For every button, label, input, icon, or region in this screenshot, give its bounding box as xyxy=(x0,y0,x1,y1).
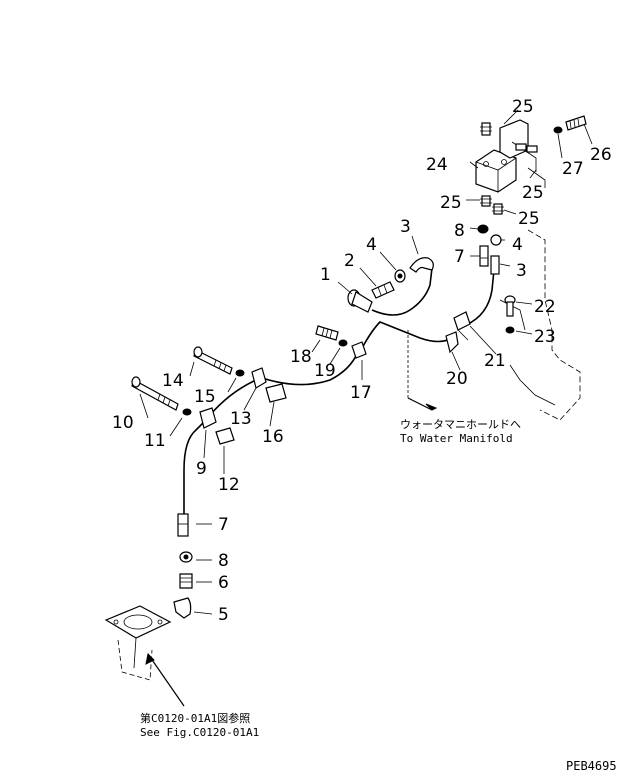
bolt-22 xyxy=(504,295,516,317)
label-3-top: 3 xyxy=(400,217,411,237)
manifold-block xyxy=(475,119,546,193)
label-25-top: 25 xyxy=(512,97,534,117)
washer-19 xyxy=(338,339,348,347)
washer-4-top xyxy=(394,269,406,283)
label-1: 1 xyxy=(320,265,331,285)
label-11: 11 xyxy=(144,431,166,451)
elbow-5 xyxy=(173,597,192,619)
label-6: 6 xyxy=(218,573,229,593)
label-17: 17 xyxy=(350,383,372,403)
notes: ウォータマニホールドへ To Water Manifold 第C0120-01A… xyxy=(140,418,617,773)
bolt-18 xyxy=(315,325,339,341)
label-4-right: 4 xyxy=(512,235,523,255)
water-manifold-note-jp: ウォータマニホールドへ xyxy=(400,418,521,431)
part-number-labels: 1 2 3 3 4 4 5 6 7 7 8 8 9 10 11 12 13 14… xyxy=(112,97,612,625)
flange-outline xyxy=(104,605,172,681)
label-5: 5 xyxy=(218,605,229,625)
see-fig-arrow xyxy=(145,652,155,665)
label-25-lower-right: 25 xyxy=(518,209,540,229)
fittings-25 xyxy=(480,122,538,215)
label-23: 23 xyxy=(534,327,556,347)
clamp-13 xyxy=(251,367,267,389)
pipe-3-right xyxy=(490,255,500,275)
label-7-bottom: 7 xyxy=(218,515,229,535)
clamp-20 xyxy=(445,331,459,354)
label-21: 21 xyxy=(484,351,506,371)
pipe-7-top xyxy=(479,245,489,267)
bolt-14 xyxy=(193,346,233,375)
hose-3-top xyxy=(409,257,434,273)
label-15: 15 xyxy=(194,387,216,407)
label-14: 14 xyxy=(162,371,184,391)
see-fig-note-en: See Fig.C0120-01A1 xyxy=(140,726,259,739)
fitting-2 xyxy=(371,281,395,299)
label-13: 13 xyxy=(230,409,252,429)
bolt-10 xyxy=(131,376,179,411)
washer-4-right xyxy=(490,234,502,246)
label-18: 18 xyxy=(290,347,312,367)
washer-8-top xyxy=(477,224,489,234)
cushion-12 xyxy=(215,427,235,445)
drawing-code: PEB4695 xyxy=(566,759,617,773)
label-25-right: 25 xyxy=(522,183,544,203)
clamp-9 xyxy=(199,407,217,429)
leader-lines xyxy=(139,109,593,615)
label-16: 16 xyxy=(262,427,284,447)
label-25-lower-left: 25 xyxy=(440,193,462,213)
label-24: 24 xyxy=(426,155,448,175)
label-3-right: 3 xyxy=(516,261,527,281)
label-8-bottom: 8 xyxy=(218,551,229,571)
washer-11 xyxy=(182,408,192,416)
cushion-16 xyxy=(265,383,287,403)
see-fig-leader xyxy=(147,653,185,707)
label-9: 9 xyxy=(196,459,207,479)
pipe-7-bottom xyxy=(177,513,189,537)
label-26: 26 xyxy=(590,145,612,165)
label-27: 27 xyxy=(562,159,584,179)
see-fig-note-jp: 第C0120-01A1図参照 xyxy=(140,711,250,725)
label-12: 12 xyxy=(218,475,240,495)
washer-8-bottom xyxy=(179,551,193,563)
washer-23 xyxy=(505,326,515,334)
bolt-26 xyxy=(553,115,587,134)
label-20: 20 xyxy=(446,369,468,389)
clamp-21 xyxy=(453,311,471,331)
label-22: 22 xyxy=(534,297,556,317)
engine-block-outline xyxy=(499,229,581,421)
label-2: 2 xyxy=(344,251,355,271)
fitting-6 xyxy=(179,573,193,589)
label-7-top: 7 xyxy=(454,247,465,267)
label-19: 19 xyxy=(314,361,336,381)
label-10: 10 xyxy=(112,413,134,433)
label-8-top: 8 xyxy=(454,221,465,241)
washer-15 xyxy=(235,369,245,377)
fitting-1 xyxy=(347,289,373,313)
clamp-17 xyxy=(351,341,367,359)
water-manifold-note-en: To Water Manifold xyxy=(400,432,513,445)
label-4-top: 4 xyxy=(366,235,377,255)
